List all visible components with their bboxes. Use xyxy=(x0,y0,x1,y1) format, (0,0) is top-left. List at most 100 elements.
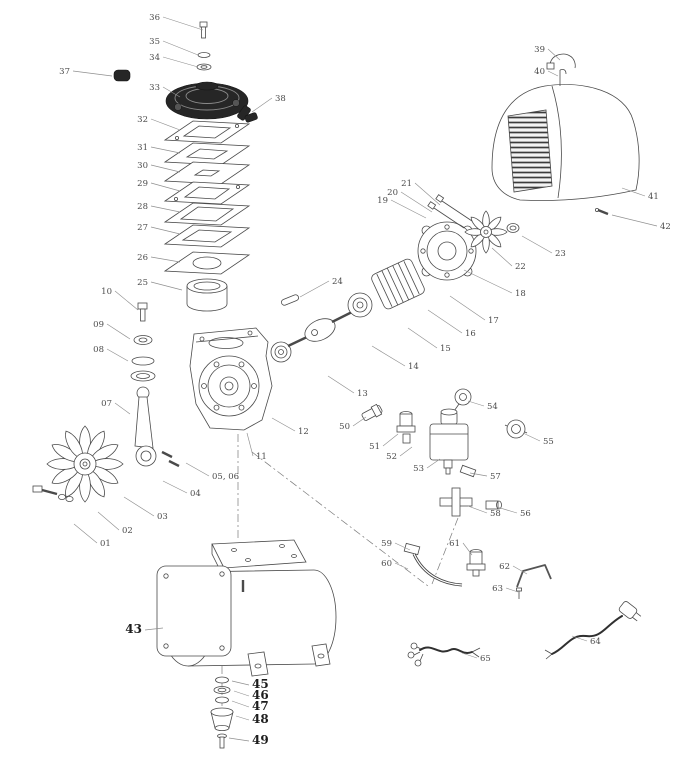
part-callout-10: 10 xyxy=(101,287,139,311)
part-callout-55: 55 xyxy=(522,432,554,447)
fan-washer xyxy=(506,223,520,233)
part-number-35: 35 xyxy=(149,37,160,47)
part-number-19: 19 xyxy=(377,196,388,206)
part-callout-59: 59 xyxy=(381,539,411,551)
flywheel-fan xyxy=(46,425,124,503)
part-callout-48: 48 xyxy=(235,712,269,726)
part-callout-19: 19 xyxy=(377,196,427,219)
part-number-01: 01 xyxy=(100,539,111,549)
part-callout-57: 57 xyxy=(469,472,501,482)
part-number-58: 58 xyxy=(490,509,501,519)
part-number-57: 57 xyxy=(490,472,501,482)
part-number-03: 03 xyxy=(157,512,168,522)
shroud-handle xyxy=(546,53,576,86)
part-callout-05-06: 05, 06 xyxy=(185,462,239,482)
tank-assembly xyxy=(156,539,337,677)
part-callout-64: 64 xyxy=(571,635,601,647)
part-callout-41: 41 xyxy=(621,187,659,202)
part-number-27: 27 xyxy=(137,223,148,233)
part-number-51: 51 xyxy=(369,442,380,452)
part-number-42: 42 xyxy=(660,222,671,232)
motor-leads xyxy=(407,642,481,667)
part-callout-31: 31 xyxy=(137,143,181,154)
part-number-17: 17 xyxy=(488,316,499,326)
part-number-37: 37 xyxy=(59,67,70,77)
part-callout-16: 16 xyxy=(427,309,476,339)
part-callout-09: 09 xyxy=(93,320,131,340)
part-number-33: 33 xyxy=(149,83,160,93)
part-callout-40: 40 xyxy=(534,67,559,77)
part-callout-22: 22 xyxy=(491,247,526,272)
flywheel-fasteners xyxy=(32,485,74,502)
part-number-10: 10 xyxy=(101,287,112,297)
part-number-02: 02 xyxy=(122,526,133,536)
part-callout-45: 45 xyxy=(231,677,269,691)
part-callout-43: 43 xyxy=(125,622,164,636)
part-number-30: 30 xyxy=(137,161,148,171)
part-callout-61: 61 xyxy=(449,539,473,556)
part-number-14: 14 xyxy=(408,362,419,372)
part-number-48: 48 xyxy=(252,712,269,726)
part-callout-30: 30 xyxy=(137,161,181,173)
breather-plug xyxy=(113,69,131,82)
part-number-61: 61 xyxy=(449,539,460,549)
part-number-49: 49 xyxy=(252,733,269,747)
part-callout-02: 02 xyxy=(97,511,133,536)
part-callout-11: 11 xyxy=(246,432,267,462)
part-number-16: 16 xyxy=(465,329,476,339)
part-callout-28: 28 xyxy=(137,202,181,213)
part-callout-49: 49 xyxy=(228,733,269,747)
part-callout-25: 25 xyxy=(137,278,183,291)
part-callout-51: 51 xyxy=(369,433,399,452)
part-callout-37: 37 xyxy=(59,67,113,77)
power-cord xyxy=(544,601,642,660)
part-number-65: 65 xyxy=(480,654,491,664)
part-number-40: 40 xyxy=(534,67,545,77)
handle-wire xyxy=(516,564,552,599)
cylinder-sleeve xyxy=(186,278,228,312)
part-callout-14: 14 xyxy=(371,345,419,372)
part-number-34: 34 xyxy=(149,53,160,63)
part-callout-46: 46 xyxy=(233,688,269,702)
part-callout-34: 34 xyxy=(149,53,199,68)
part-callout-36: 36 xyxy=(149,13,204,31)
part-callout-17: 17 xyxy=(449,295,499,326)
part-number-09: 09 xyxy=(93,320,104,330)
part-number-62: 62 xyxy=(499,562,510,572)
valve-plate-stack xyxy=(163,120,251,275)
part-callout-47: 47 xyxy=(231,699,269,713)
part-callout-50: 50 xyxy=(339,416,367,432)
part-callout-38: 38 xyxy=(251,94,286,113)
part-number-41: 41 xyxy=(648,192,659,202)
part-number-11: 11 xyxy=(256,452,267,462)
part-callout-52: 52 xyxy=(386,446,413,462)
motor-fan xyxy=(464,210,508,254)
outlet-tube-group xyxy=(403,542,486,587)
part-callout-53: 53 xyxy=(413,458,441,474)
part-callout-65: 65 xyxy=(461,652,491,664)
part-callout-04: 04 xyxy=(162,480,201,499)
part-callout-01: 01 xyxy=(73,523,111,549)
part-number-55: 55 xyxy=(543,437,554,447)
part-callout-58: 58 xyxy=(467,505,501,519)
part-number-52: 52 xyxy=(386,452,397,462)
part-number-59: 59 xyxy=(381,539,392,549)
shroud xyxy=(491,53,640,216)
drain-foot-stack xyxy=(210,676,234,749)
part-number-36: 36 xyxy=(149,13,160,23)
part-callout-35: 35 xyxy=(149,37,199,56)
part-callout-21: 21 xyxy=(401,179,441,206)
part-callout-24: 24 xyxy=(299,277,343,298)
part-callout-13: 13 xyxy=(327,375,368,399)
cylinder-head xyxy=(165,81,249,120)
part-number-21: 21 xyxy=(401,179,412,189)
part-number-28: 28 xyxy=(137,202,148,212)
part-number-25: 25 xyxy=(137,278,148,288)
part-number-64: 64 xyxy=(590,637,601,647)
part-callout-26: 26 xyxy=(137,253,181,263)
part-number-26: 26 xyxy=(137,253,148,263)
crankcase xyxy=(189,327,273,431)
part-number-15: 15 xyxy=(440,344,451,354)
motor-bolts xyxy=(427,194,473,229)
